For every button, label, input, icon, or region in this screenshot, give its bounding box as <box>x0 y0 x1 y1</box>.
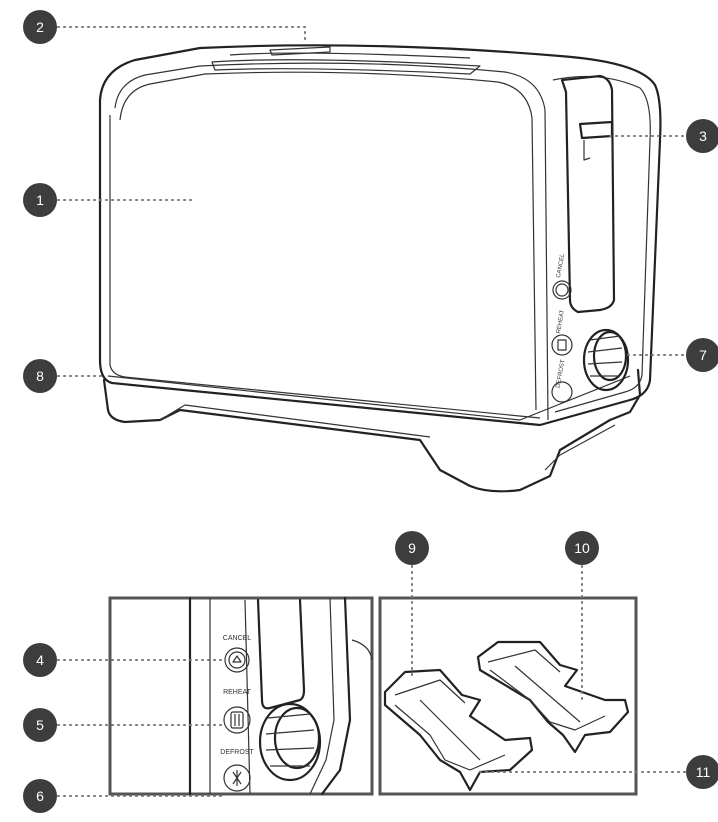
svg-text:CANCEL: CANCEL <box>556 253 566 279</box>
svg-text:11: 11 <box>696 764 711 780</box>
front-panel <box>115 63 548 420</box>
control-detail-panel: CANCEL REHEAT DEFROST <box>110 598 372 794</box>
browning-dial <box>584 330 628 390</box>
callout-9: 9 <box>395 531 429 565</box>
svg-text:2: 2 <box>36 19 44 35</box>
svg-text:6: 6 <box>36 788 44 804</box>
cancel-label: CANCEL <box>223 635 252 642</box>
callout-3: 3 <box>686 119 718 153</box>
svg-text:3: 3 <box>699 128 707 144</box>
svg-text:4: 4 <box>36 652 44 668</box>
callout-7: 7 <box>686 338 718 372</box>
svg-text:8: 8 <box>36 368 44 384</box>
defrost-label: DEFROST <box>220 749 254 756</box>
svg-text:5: 5 <box>36 717 44 733</box>
callout-6: 6 <box>23 779 57 813</box>
reheat-label: REHEAT <box>223 689 252 696</box>
svg-text:1: 1 <box>36 192 44 208</box>
svg-text:7: 7 <box>699 347 707 363</box>
svg-text:10: 10 <box>574 540 590 556</box>
callout-8: 8 <box>23 359 57 393</box>
callout-1: 1 <box>23 183 57 217</box>
crumb-tray-panel <box>380 598 636 794</box>
svg-text:9: 9 <box>408 540 416 556</box>
toaster-main-illustration: CANCEL REHEAT DEFROST <box>100 45 660 491</box>
callout-5: 5 <box>23 708 57 742</box>
svg-text:DEFROST: DEFROST <box>556 359 567 389</box>
toaster-body-outline <box>100 45 660 425</box>
callout-11: 11 <box>686 755 718 789</box>
callout-10: 10 <box>565 531 599 565</box>
lever-slot <box>562 76 614 312</box>
callout-2: 2 <box>23 10 57 44</box>
svg-text:REHEAT: REHEAT <box>556 309 566 334</box>
callout-4: 4 <box>23 643 57 677</box>
